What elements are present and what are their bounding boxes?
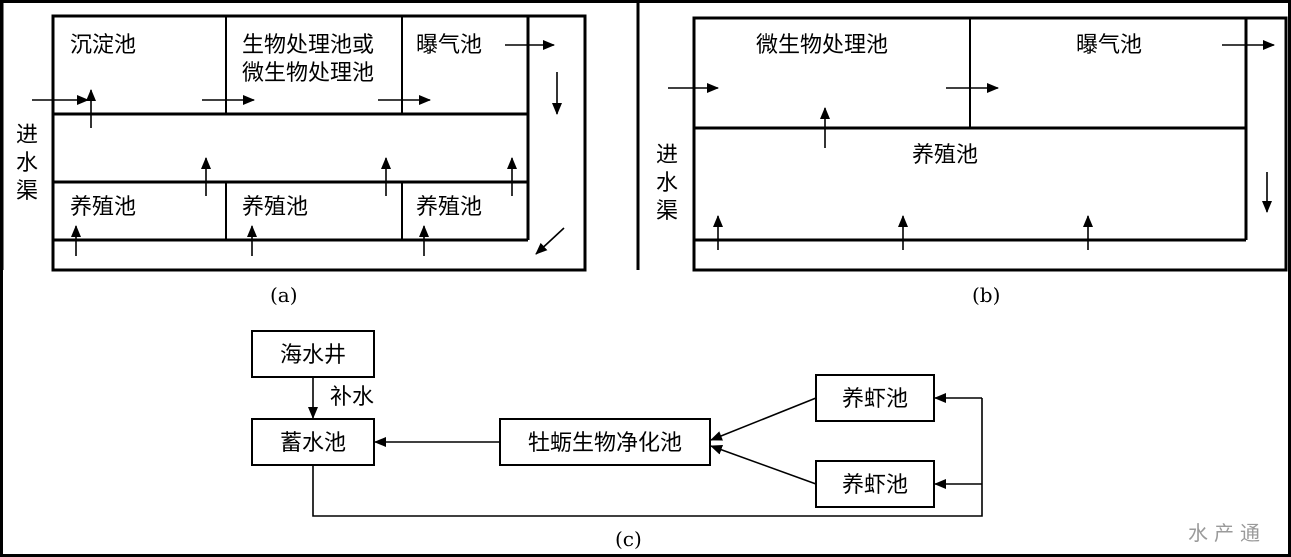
seawater-well-label: 海水井 (280, 343, 346, 368)
panel-a: 沉淀池 生物处理池或 微生物处理池 曝气池 养殖池 养殖池 养殖池 进 水 渠 … (16, 14, 587, 307)
panel-b: 微生物处理池 曝气池 养殖池 进 水 渠 (b) (656, 16, 1288, 307)
panel-a-bio-treatment-label-line1: 生物处理池或 (242, 33, 374, 58)
oyster-purification-label: 牡蛎生物净化池 (528, 431, 682, 456)
panel-a-inlet-channel-char-2: 水 (16, 151, 38, 176)
panel-b-inlet-channel-char-2: 水 (656, 171, 678, 196)
replenish-label: 补水 (330, 385, 374, 410)
shrimp-2-to-oyster-arrow (710, 445, 817, 485)
panel-a-caption: (a) (270, 283, 298, 307)
panel-c: 海水井 蓄水池 牡蛎生物净化池 养虾池 养虾池 补水 (c) (251, 330, 983, 551)
panel-b-inlet-channel-char-1: 进 (656, 143, 678, 168)
panel-a-inlet-channel-char-3: 渠 (16, 179, 38, 204)
watermark: 水产通 (1188, 521, 1266, 545)
panel-a-settling-tank-label: 沉淀池 (70, 33, 136, 58)
reservoir-label: 蓄水池 (280, 431, 346, 456)
panel-b-outer-wall (692, 16, 1288, 272)
panel-a-aeration-tank-label: 曝气池 (416, 33, 482, 58)
panel-a-culture-tank-3-label: 养殖池 (416, 195, 482, 220)
return-loop-line (312, 398, 983, 517)
panel-a-culture-tank-1-label: 养殖池 (70, 195, 136, 220)
panel-a-outer-wall (51, 14, 587, 272)
panel-c-caption: (c) (615, 527, 642, 551)
panel-a-arrow-diagonal (535, 227, 565, 255)
shrimp-1-to-oyster-arrow (710, 397, 817, 441)
panel-a-culture-tank-2-label: 养殖池 (242, 195, 308, 220)
panel-b-microbial-tank-label: 微生物处理池 (756, 33, 888, 58)
panel-a-bio-treatment-label-line2: 微生物处理池 (242, 61, 374, 86)
panel-b-aeration-tank-label: 曝气池 (1076, 33, 1142, 58)
panel-a-inlet-channel-char-1: 进 (16, 123, 38, 148)
panel-b-inlet-channel-char-3: 渠 (656, 199, 678, 224)
panel-b-caption: (b) (972, 283, 1000, 307)
panel-b-culture-tank-label: 养殖池 (912, 143, 978, 168)
shrimp-pond-1-label: 养虾池 (842, 387, 908, 412)
shrimp-pond-2-label: 养虾池 (842, 473, 908, 498)
